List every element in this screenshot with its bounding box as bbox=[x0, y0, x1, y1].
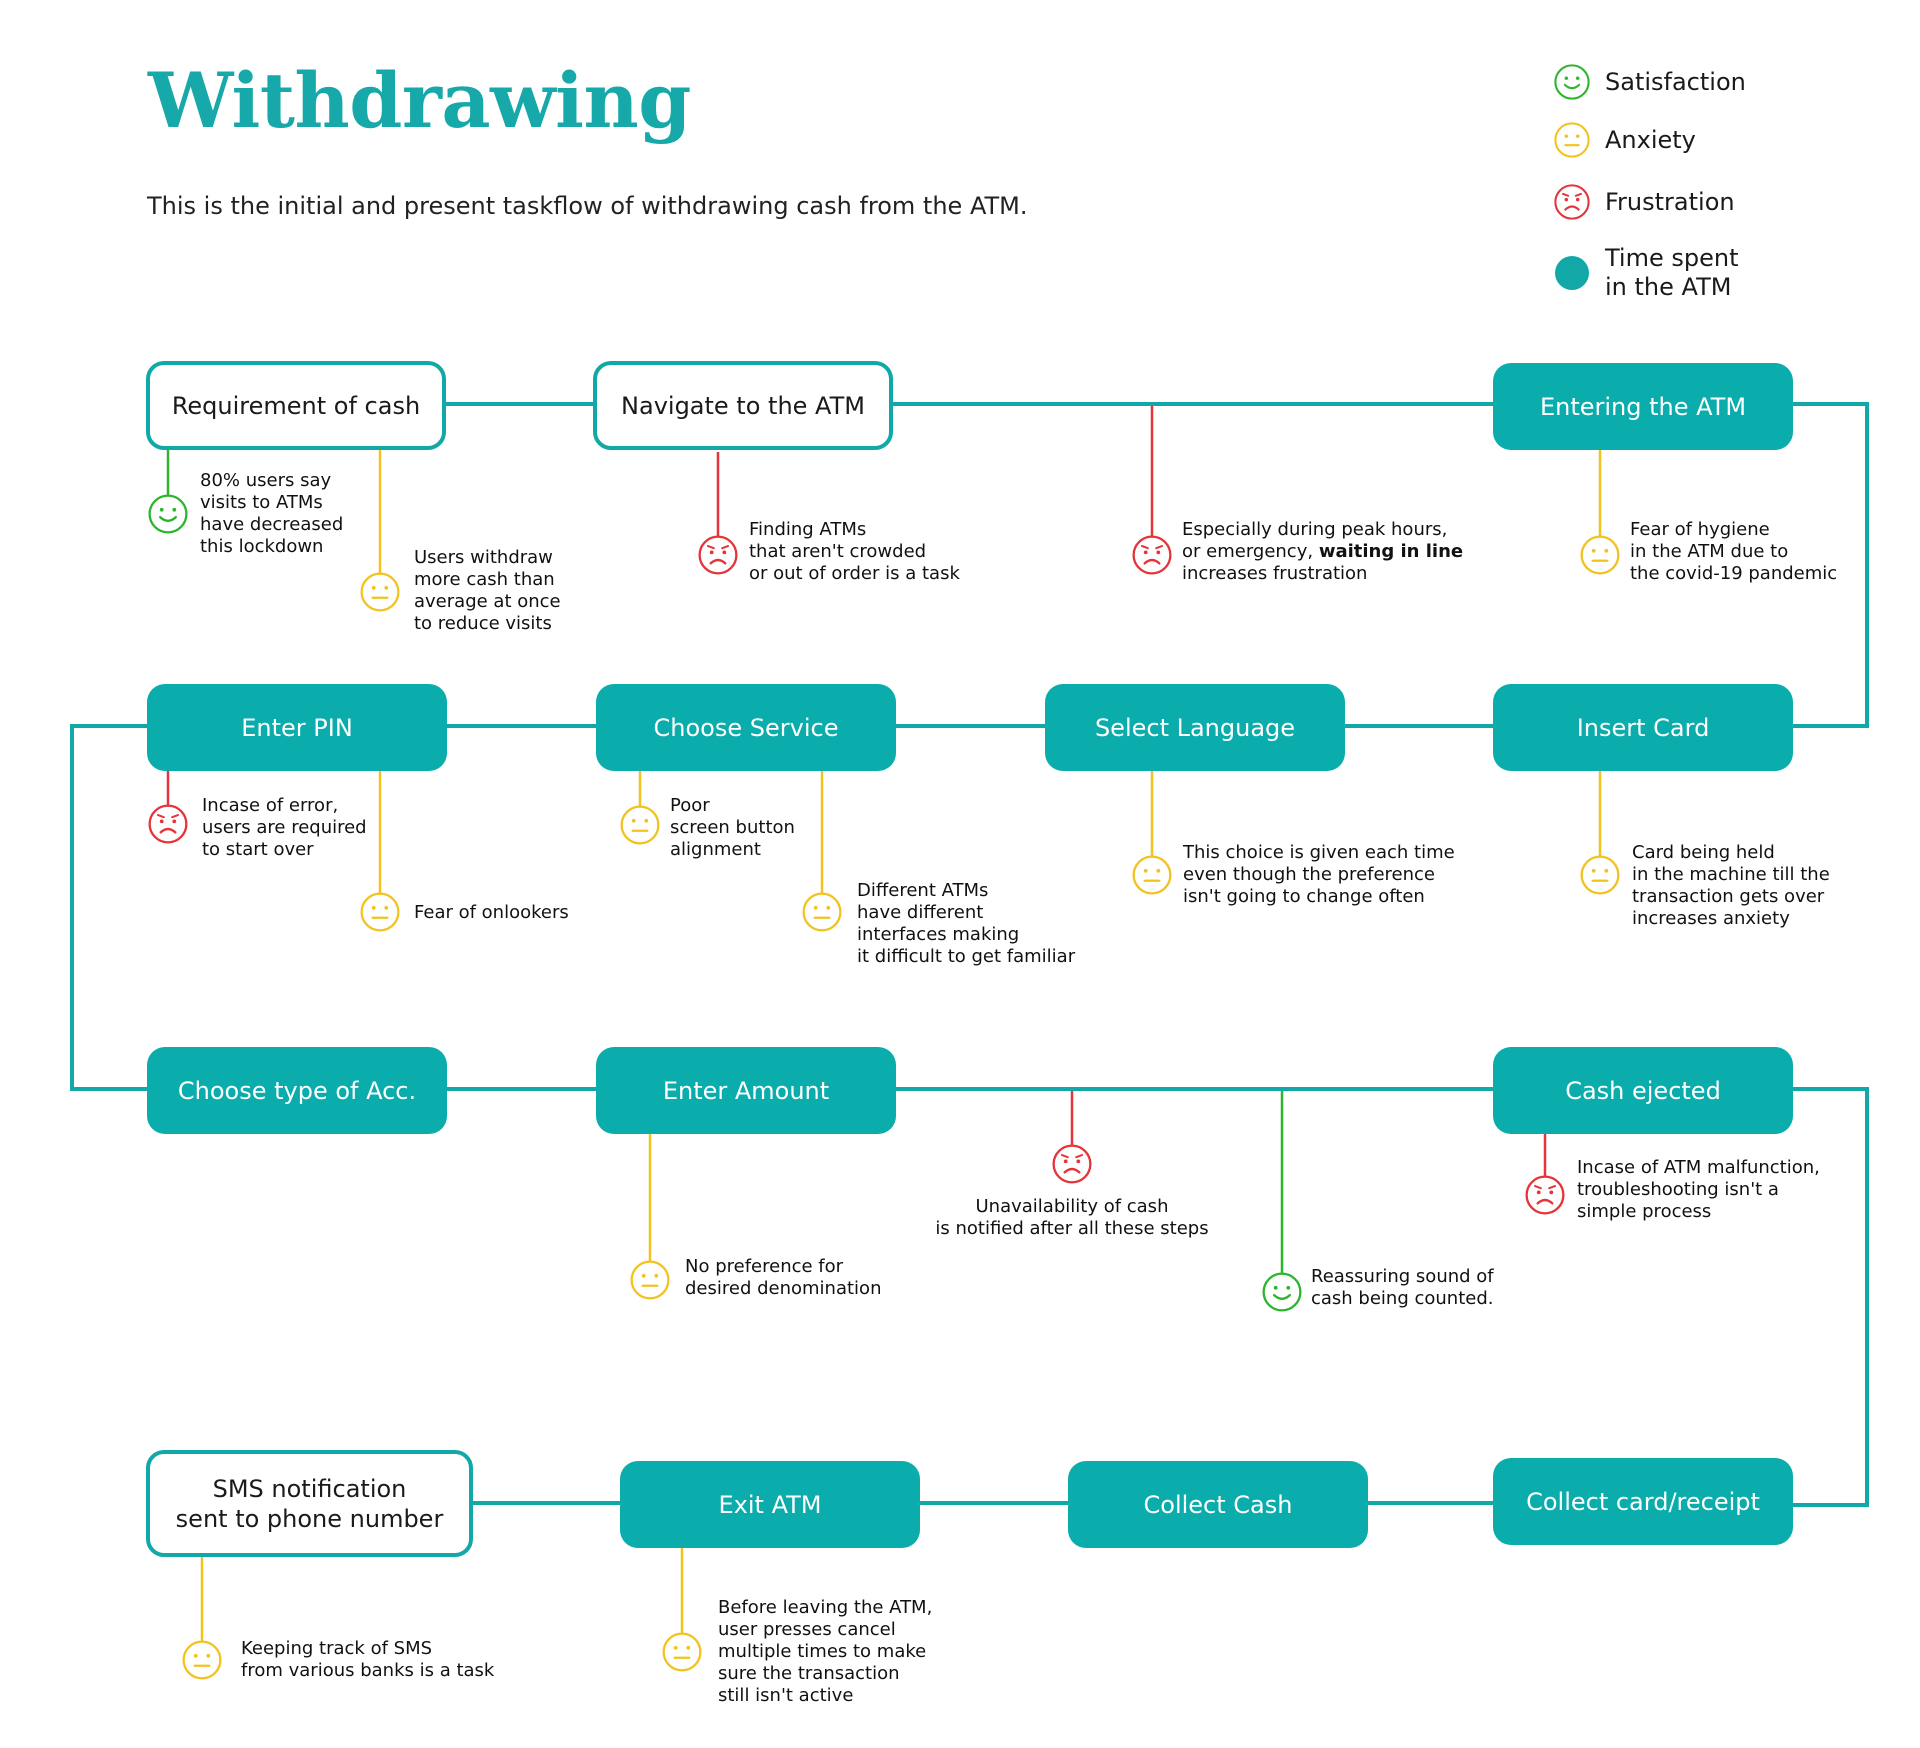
step-label: Exit ATM bbox=[718, 1490, 822, 1519]
anxiety-face-icon bbox=[1580, 535, 1620, 575]
step-label-line: sent to phone number bbox=[175, 1504, 444, 1533]
note-button-alignment: Poor screen button alignment bbox=[670, 795, 795, 860]
step-cash-ejected: Cash ejected bbox=[1493, 1047, 1793, 1134]
note-sms-tracking: Keeping track of SMS from various banks … bbox=[241, 1638, 495, 1681]
step-collect-cash: Collect Cash bbox=[1068, 1461, 1368, 1548]
step-label: Collect card/receipt bbox=[1526, 1487, 1760, 1516]
legend-label: Satisfaction bbox=[1605, 67, 1746, 96]
note-reassuring-sound: Reassuring sound of cash being counted. bbox=[1311, 1266, 1494, 1309]
step-label: Requirement of cash bbox=[171, 391, 421, 420]
note-malfunction: Incase of ATM malfunction, troubleshooti… bbox=[1577, 1157, 1820, 1222]
frustration-face-icon bbox=[1554, 184, 1590, 220]
legend-label: Frustration bbox=[1605, 187, 1735, 216]
legend-time-spent: Time spent in the ATM bbox=[1553, 244, 1739, 302]
note-cancel-presses: Before leaving the ATM, user presses can… bbox=[718, 1597, 933, 1706]
anxiety-face-icon bbox=[182, 1640, 222, 1680]
anxiety-face-icon bbox=[662, 1632, 702, 1672]
step-label: Entering the ATM bbox=[1539, 392, 1747, 421]
step-choose-type-of-acc: Choose type of Acc. bbox=[147, 1047, 447, 1134]
step-sms-notification: SMS notification sent to phone number bbox=[146, 1450, 473, 1557]
anxiety-face-icon bbox=[630, 1260, 670, 1300]
flow-line-right-connector-1 bbox=[1790, 402, 1869, 728]
note-text-part: increases frustration bbox=[1182, 563, 1368, 584]
step-exit-atm: Exit ATM bbox=[620, 1461, 920, 1548]
anxiety-face-icon bbox=[620, 805, 660, 845]
anxiety-face-icon bbox=[802, 892, 842, 932]
step-label: Enter Amount bbox=[662, 1076, 830, 1105]
note-peak-hours: Especially during peak hours, or emergen… bbox=[1182, 519, 1463, 585]
note-withdraw-more: Users withdraw more cash than average at… bbox=[414, 547, 561, 634]
page-title: Withdrawing bbox=[148, 56, 691, 145]
anxiety-face-icon bbox=[360, 572, 400, 612]
step-collect-card-receipt: Collect card/receipt bbox=[1493, 1458, 1793, 1545]
frustration-face-icon bbox=[1132, 535, 1172, 575]
step-label: Cash ejected bbox=[1565, 1076, 1721, 1105]
step-label: Enter PIN bbox=[241, 713, 353, 742]
note-cash-unavailable: Unavailability of cash is notified after… bbox=[935, 1196, 1209, 1239]
step-label: Collect Cash bbox=[1143, 1490, 1293, 1519]
legend-satisfaction: Satisfaction bbox=[1553, 63, 1746, 101]
note-language-choice: This choice is given each time even thou… bbox=[1183, 842, 1455, 907]
frustration-face-icon bbox=[148, 804, 188, 844]
teal-dot-icon bbox=[1555, 256, 1589, 290]
anxiety-face-icon bbox=[360, 892, 400, 932]
page-subtitle: This is the initial and present taskflow… bbox=[147, 192, 1028, 220]
flow-line-left-connector bbox=[70, 724, 148, 1091]
anxiety-face-icon bbox=[1132, 855, 1172, 895]
step-choose-service: Choose Service bbox=[596, 684, 896, 771]
step-navigate-to-atm: Navigate to the ATM bbox=[593, 361, 893, 450]
step-insert-card: Insert Card bbox=[1493, 684, 1793, 771]
anxiety-face-icon bbox=[1554, 122, 1590, 158]
step-label: Navigate to the ATM bbox=[621, 391, 865, 420]
anxiety-face-icon bbox=[1580, 855, 1620, 895]
step-select-language: Select Language bbox=[1045, 684, 1345, 771]
legend-label: Time spent in the ATM bbox=[1605, 244, 1739, 301]
note-finding-atms: Finding ATMs that aren't crowded or out … bbox=[749, 519, 960, 584]
note-different-interfaces: Different ATMs have different interfaces… bbox=[857, 880, 1076, 967]
note-onlookers: Fear of onlookers bbox=[414, 902, 569, 923]
frustration-face-icon bbox=[698, 535, 738, 575]
step-label: Insert Card bbox=[1576, 713, 1710, 742]
satisfaction-face-icon bbox=[1554, 64, 1590, 100]
step-entering-the-atm: Entering the ATM bbox=[1493, 363, 1793, 450]
step-requirement-of-cash: Requirement of cash bbox=[146, 361, 446, 450]
step-label: Choose type of Acc. bbox=[177, 1076, 417, 1105]
note-text-emphasis: waiting in line bbox=[1318, 541, 1464, 562]
frustration-face-icon bbox=[1525, 1175, 1565, 1215]
step-enter-pin: Enter PIN bbox=[147, 684, 447, 771]
note-hygiene-fear: Fear of hygiene in the ATM due to the co… bbox=[1630, 519, 1838, 584]
note-pin-error: Incase of error, users are required to s… bbox=[202, 795, 367, 860]
step-label: Select Language bbox=[1094, 713, 1296, 742]
flow-line-right-connector-2 bbox=[1790, 1087, 1869, 1507]
note-card-held: Card being held in the machine till the … bbox=[1632, 842, 1830, 929]
step-label: SMS notification sent to phone number bbox=[176, 1474, 444, 1534]
note-denomination: No preference for desired denomination bbox=[685, 1256, 882, 1299]
step-label: Choose Service bbox=[653, 713, 839, 742]
note-text-part: Especially during peak hours, or emergen… bbox=[1182, 519, 1448, 562]
step-enter-amount: Enter Amount bbox=[596, 1047, 896, 1134]
frustration-face-icon bbox=[1052, 1144, 1092, 1184]
legend-frustration: Frustration bbox=[1553, 183, 1735, 221]
note-visits-decreased: 80% users say visits to ATMs have decrea… bbox=[200, 470, 344, 557]
legend-anxiety: Anxiety bbox=[1553, 121, 1696, 159]
satisfaction-face-icon bbox=[148, 494, 188, 534]
satisfaction-face-icon bbox=[1262, 1272, 1302, 1312]
step-label-line: SMS notification bbox=[212, 1474, 407, 1503]
legend-label: Anxiety bbox=[1605, 125, 1696, 154]
